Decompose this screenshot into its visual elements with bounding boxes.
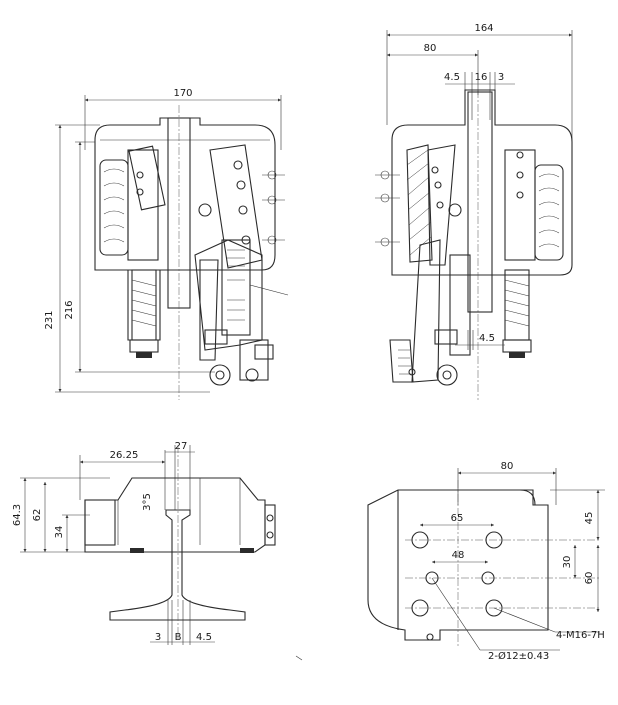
label-27: 27 bbox=[175, 441, 188, 452]
label-3-top: 3 bbox=[498, 72, 504, 83]
label-48: 48 bbox=[452, 550, 465, 561]
label-170: 170 bbox=[173, 88, 192, 99]
label-4-5-base: 4.5 bbox=[196, 632, 212, 643]
stray-mark bbox=[295, 655, 303, 661]
label-64-3: 64.3 bbox=[12, 504, 23, 526]
label-pin: 2-Ø12±0.43 bbox=[488, 650, 549, 662]
dim-60: 60 bbox=[584, 545, 600, 612]
label-30: 30 bbox=[562, 556, 573, 569]
dim-small-top: 4.5 16 3 bbox=[444, 72, 515, 120]
dim-width-164: 164 bbox=[386, 23, 573, 150]
view-top-left: 170 231 216 bbox=[44, 88, 289, 400]
label-80-top: 80 bbox=[424, 43, 437, 54]
hole-pattern bbox=[411, 531, 503, 641]
label-60: 60 bbox=[584, 572, 595, 585]
dim-offset-80: 80 bbox=[387, 43, 479, 95]
label-3-base: 3 bbox=[155, 632, 161, 643]
dim-height-216: 216 bbox=[64, 141, 215, 373]
label-164: 164 bbox=[474, 23, 493, 34]
label-45: 45 bbox=[584, 512, 595, 525]
view-bottom-right: 80 65 48 bbox=[367, 461, 605, 662]
label-62: 62 bbox=[32, 509, 43, 522]
dim-base: 3 B 4.5 bbox=[150, 600, 215, 645]
label-thread: 4-M16-7H bbox=[556, 630, 605, 641]
label-4-5-clearance: 4.5 bbox=[479, 333, 495, 344]
dim-30: 30 bbox=[562, 545, 577, 578]
dim-65: 65 bbox=[420, 513, 494, 527]
dim-62: 62 bbox=[32, 482, 47, 552]
view-top-right: 164 80 4.5 16 3 bbox=[375, 23, 573, 400]
dim-clearance: 4.5 bbox=[455, 330, 505, 350]
label-65: 65 bbox=[451, 513, 464, 524]
label-34: 34 bbox=[54, 526, 65, 539]
dim-width-170: 170 bbox=[84, 88, 282, 150]
label-26-25: 26.25 bbox=[110, 450, 139, 461]
label-4-5-top: 4.5 bbox=[444, 72, 460, 83]
dim-27: 27 bbox=[165, 441, 195, 510]
dim-80-bottom: 80 bbox=[457, 461, 557, 505]
label-80-bottom: 80 bbox=[501, 461, 514, 472]
label-angle: 3°5 bbox=[142, 493, 153, 511]
dim-45: 45 bbox=[550, 489, 605, 540]
dim-height-231: 231 bbox=[44, 124, 210, 393]
label-216: 216 bbox=[64, 300, 75, 319]
label-B: B bbox=[175, 632, 182, 643]
label-16: 16 bbox=[475, 72, 488, 83]
view-bottom-left: 26.25 27 64.3 62 34 bbox=[12, 441, 276, 645]
dim-48: 48 bbox=[432, 550, 488, 564]
dim-26-25: 26.25 bbox=[79, 450, 166, 510]
label-231: 231 bbox=[44, 310, 55, 329]
